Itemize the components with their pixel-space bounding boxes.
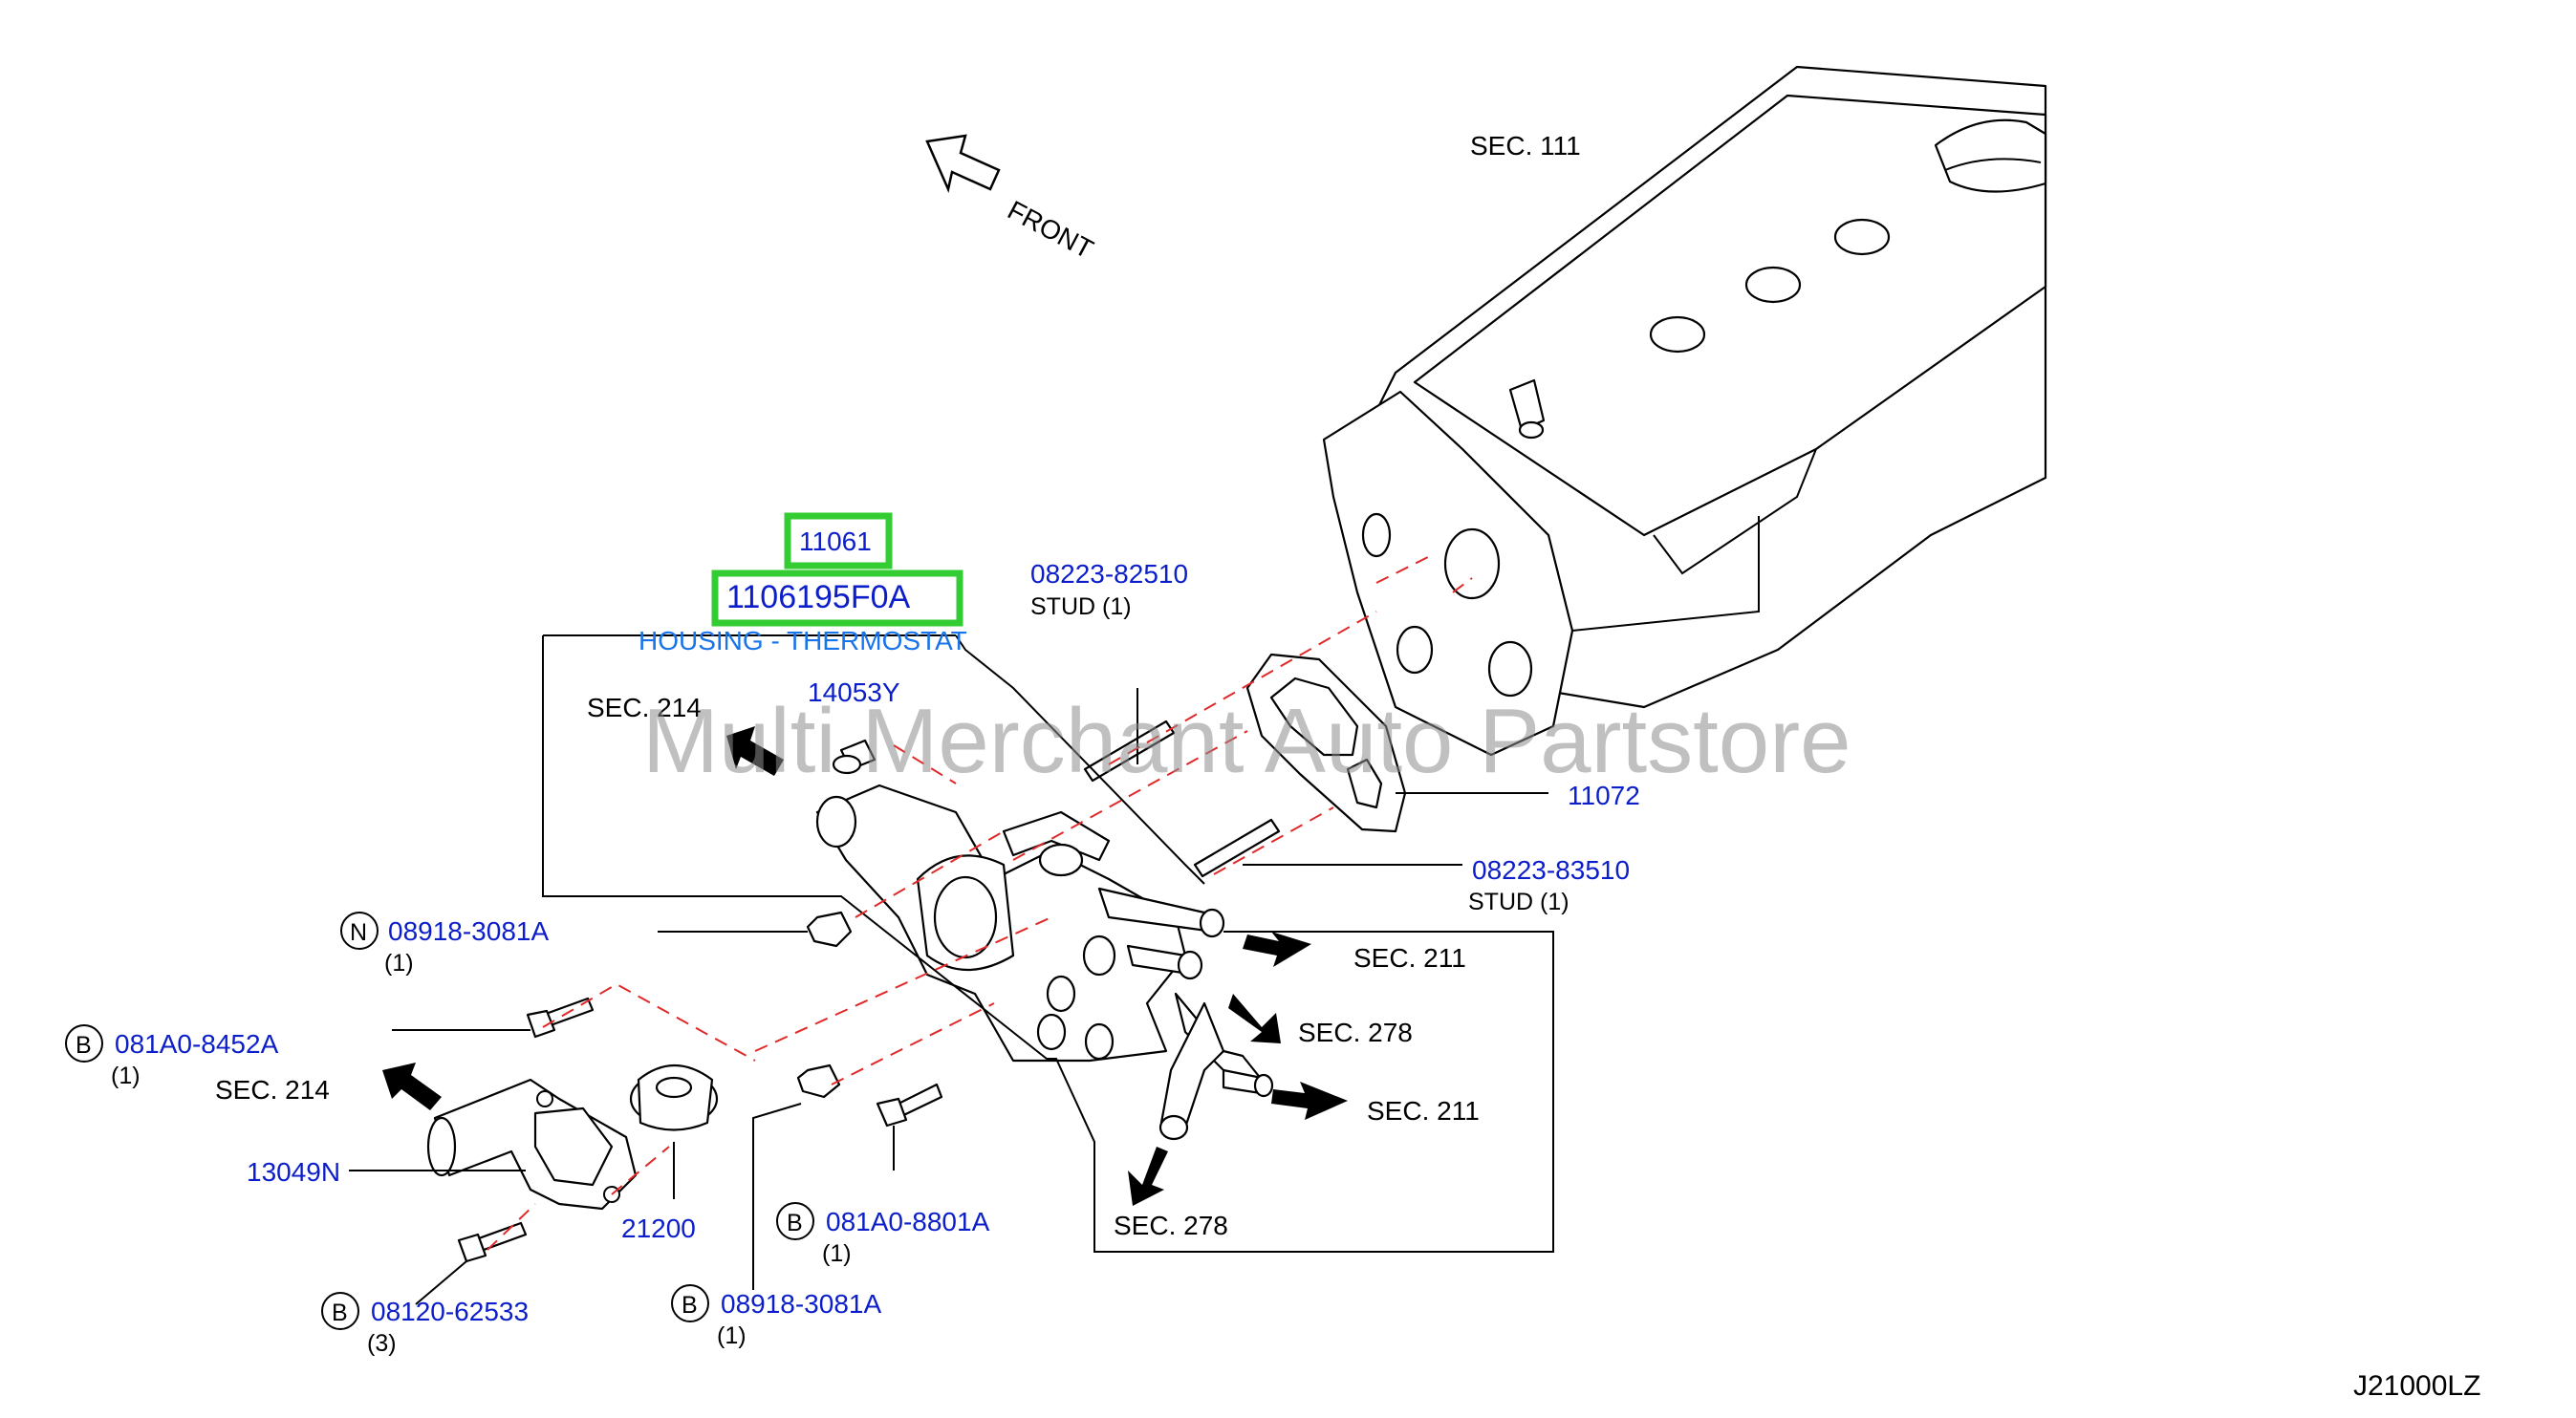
prefix-b-circle-8801a: [776, 1202, 814, 1240]
highlight-ref-label[interactable]: 11061: [799, 526, 872, 556]
sec-278-mid-label: SEC. 278: [1298, 1018, 1413, 1047]
prefix-n-circle: [340, 912, 379, 950]
part-13049n-number[interactable]: 13049N: [247, 1157, 340, 1187]
highlight-description: HOUSING - THERMOSTAT: [639, 626, 967, 655]
sec-214-left-label: SEC. 214: [215, 1075, 330, 1105]
bolt-081a0-8801a: [876, 1083, 943, 1128]
stud-08223-82510: [1083, 720, 1176, 783]
sec-214-left-arrow-icon: [382, 1063, 442, 1110]
sec-214-top-arrow-icon: [726, 726, 784, 776]
part-08120-62533-prefix: B: [332, 1300, 348, 1326]
thermostat-21200: [629, 1064, 719, 1131]
sec-214-top-label: SEC. 214: [587, 693, 702, 722]
leader-lines: [349, 634, 1554, 1305]
sec-278-low-label: SEC. 278: [1114, 1211, 1228, 1240]
alignment-dashes: [487, 553, 1473, 1251]
part-08918-3081a-n-number[interactable]: 08918-3081A: [388, 916, 549, 946]
part-08918-3081a-b-prefix: B: [682, 1292, 698, 1319]
part-08120-62533-qty: (3): [367, 1330, 397, 1357]
highlight-ref-box: [784, 512, 893, 569]
part-08120-62533-number[interactable]: 08120-62533: [371, 1297, 529, 1326]
part-081a0-8801a-qty: (1): [822, 1240, 852, 1267]
sec-211-upper-arrow-icon: [1243, 932, 1311, 967]
part-21200-number[interactable]: 21200: [621, 1214, 696, 1243]
front-arrow-icon: [925, 134, 1001, 193]
sec-278-mid-arrow-icon: [1228, 994, 1281, 1043]
part-08223-82510-desc: STUD (1): [1030, 593, 1132, 620]
engine-cylinder-head: [1322, 65, 2047, 757]
part-081a0-8801a-prefix: B: [787, 1210, 803, 1236]
part-08918-3081a-n-qty: (1): [384, 950, 414, 977]
part-08223-83510-number[interactable]: 08223-83510: [1472, 855, 1630, 885]
front-label: FRONT: [1003, 195, 1098, 265]
prefix-b-circle-62533: [321, 1292, 359, 1330]
part-081a0-8452a-number[interactable]: 081A0-8452A: [115, 1029, 279, 1059]
part-08223-83510-desc: STUD (1): [1468, 889, 1569, 915]
part-11072-number[interactable]: 11072: [1568, 781, 1640, 810]
part-08918-3081a-b-qty: (1): [717, 1322, 747, 1349]
highlight-part-number[interactable]: 1106195F0A: [726, 579, 911, 615]
diagram-code: J21000LZ: [2353, 1370, 2480, 1402]
sec-211-lower-label: SEC. 211: [1367, 1096, 1480, 1126]
sec-211-upper-label: SEC. 211: [1353, 943, 1466, 973]
part-081a0-8452a-qty: (1): [111, 1063, 141, 1089]
highlight-partnumber-box: [711, 569, 963, 627]
prefix-b-circle-8452a: [65, 1024, 103, 1063]
nut-08918-3081a-b: [796, 1064, 841, 1099]
bolt-14053y: [832, 739, 877, 775]
thermostat-housing: [815, 784, 1274, 1141]
part-08918-3081a-n-prefix: N: [350, 919, 367, 946]
sec-278-low-arrow-icon: [1128, 1147, 1168, 1206]
part-14053y-number[interactable]: 14053Y: [808, 677, 900, 707]
part-08223-82510-number[interactable]: 08223-82510: [1030, 559, 1188, 589]
part-081a0-8801a-number[interactable]: 081A0-8801A: [826, 1207, 990, 1236]
sec-211-lower-arrow-icon: [1271, 1082, 1348, 1120]
stud-08223-83510: [1193, 818, 1281, 878]
sec-111-label: SEC. 111: [1470, 131, 1581, 161]
part-081a0-8452a-prefix: B: [76, 1032, 92, 1059]
gasket-11072: [1245, 653, 1407, 833]
water-outlet-13049n: [426, 1078, 638, 1211]
prefix-b-circle-3081a: [671, 1284, 709, 1322]
part-08918-3081a-b-number[interactable]: 08918-3081A: [721, 1289, 881, 1319]
nut-08918-3081a-n: [806, 911, 853, 948]
watermark: Multi Merchant Auto Partstore: [642, 690, 1851, 792]
bolt-08120-62533: [457, 1221, 528, 1263]
